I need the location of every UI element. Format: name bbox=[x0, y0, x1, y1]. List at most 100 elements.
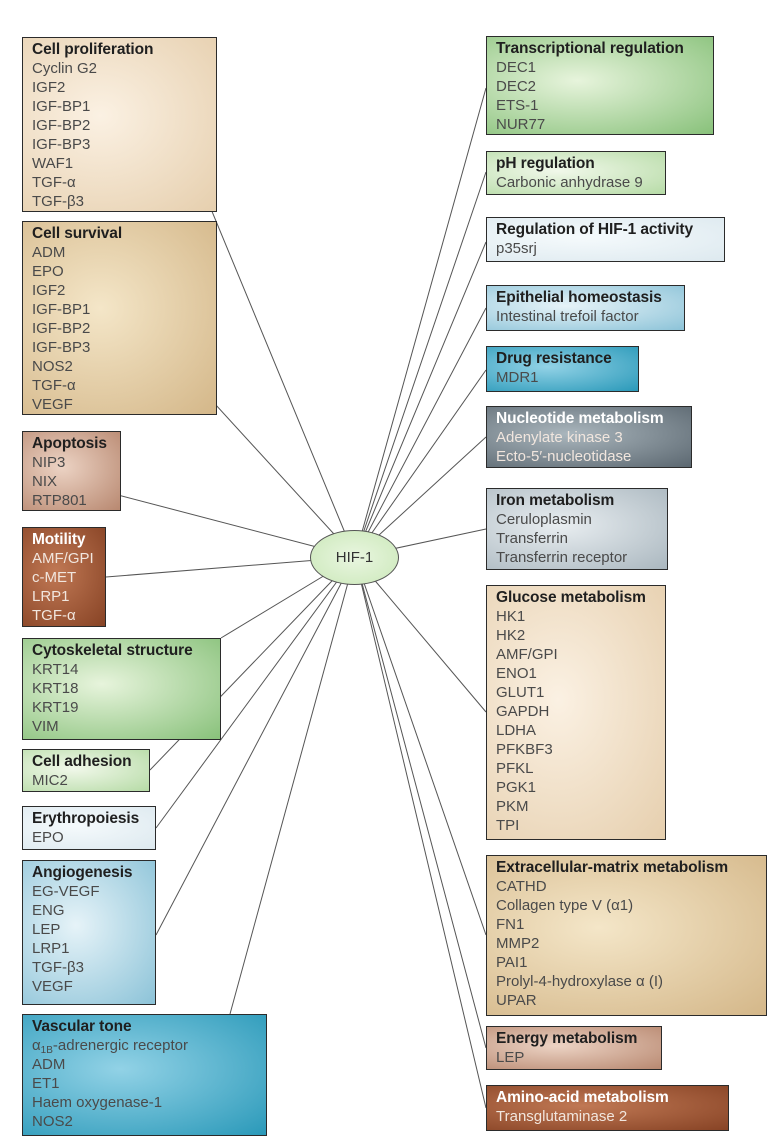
group-title: Nucleotide metabolism bbox=[496, 410, 664, 427]
group-item: TGF-α bbox=[32, 377, 76, 394]
hif1-hub: HIF-1 bbox=[310, 530, 399, 585]
group-item: IGF2 bbox=[32, 282, 66, 299]
group-item: EPO bbox=[32, 263, 64, 280]
group-item: NUR77 bbox=[496, 116, 546, 133]
group-title: Energy metabolism bbox=[496, 1030, 638, 1047]
group-item: Ceruloplasmin bbox=[496, 511, 592, 528]
group-item: CATHD bbox=[496, 878, 547, 895]
group-item: Transglutaminase 2 bbox=[496, 1108, 628, 1125]
group-item: Cyclin G2 bbox=[32, 60, 98, 77]
group-item: MIC2 bbox=[32, 772, 68, 789]
group-title: Transcriptional regulation bbox=[496, 40, 684, 57]
connector-transcriptional-regulation bbox=[354, 87, 487, 558]
group-item: VIM bbox=[32, 718, 59, 735]
group-item: Adenylate kinase 3 bbox=[496, 429, 623, 446]
group-item: Intestinal trefoil factor bbox=[496, 308, 639, 325]
group-item: ADM bbox=[32, 1056, 66, 1073]
connector-erythropoiesis bbox=[155, 556, 356, 829]
group-item: AMF/GPI bbox=[32, 550, 94, 567]
group-item: LRP1 bbox=[32, 588, 70, 605]
group-item: GAPDH bbox=[496, 703, 550, 720]
group-item: ENO1 bbox=[496, 665, 537, 682]
group-title: Drug resistance bbox=[496, 350, 612, 367]
group-item: KRT14 bbox=[32, 661, 79, 678]
group-item: LEP bbox=[32, 921, 61, 938]
group-item: MDR1 bbox=[496, 369, 539, 386]
group-item: Haem oxygenase-1 bbox=[32, 1094, 163, 1111]
group-item: LDHA bbox=[496, 722, 537, 739]
group-title: Cell survival bbox=[32, 225, 123, 242]
group-item: Prolyl-4-hydroxylase α (I) bbox=[496, 973, 664, 990]
group-item: Collagen type V (α1) bbox=[496, 897, 634, 914]
group-item: VEGF bbox=[32, 978, 73, 995]
group-item: IGF-BP1 bbox=[32, 301, 91, 318]
group-item: RTP801 bbox=[32, 492, 87, 509]
connector-regulation-of-hif-1-activity bbox=[354, 241, 487, 558]
group-item: NIX bbox=[32, 473, 58, 490]
group-title: Extracellular-matrix metabolism bbox=[496, 859, 729, 876]
group-item: α1B-adrenergic receptor bbox=[32, 1037, 188, 1056]
group-item: PAI1 bbox=[496, 954, 528, 971]
group-item: HK2 bbox=[496, 627, 526, 644]
group-item: IGF2 bbox=[32, 79, 66, 96]
group-item: Ecto-5′-nucleotidase bbox=[496, 448, 632, 465]
group-item: IGF-BP3 bbox=[32, 136, 91, 153]
group-item: p35srj bbox=[496, 240, 537, 257]
group-item: TGF-β3 bbox=[32, 193, 84, 210]
group-title: Angiogenesis bbox=[32, 864, 133, 881]
group-title: Vascular tone bbox=[32, 1018, 132, 1035]
group-title: Epithelial homeostasis bbox=[496, 289, 662, 306]
group-title: pH regulation bbox=[496, 155, 595, 172]
group-item: TGF-β3 bbox=[32, 959, 84, 976]
group-item: TGF-α bbox=[32, 174, 76, 191]
group-item: IGF-BP3 bbox=[32, 339, 91, 356]
connector-glucose-metabolism bbox=[354, 556, 487, 713]
group-item: WAF1 bbox=[32, 155, 74, 172]
group-title: Regulation of HIF-1 activity bbox=[496, 221, 693, 238]
group-item: KRT18 bbox=[32, 680, 79, 697]
group-item: NOS2 bbox=[32, 1113, 73, 1130]
group-item: DEC1 bbox=[496, 59, 537, 76]
hub-label: HIF-1 bbox=[335, 549, 374, 566]
group-item: AMF/GPI bbox=[496, 646, 558, 663]
group-item: PKM bbox=[496, 798, 529, 815]
group-item: IGF-BP2 bbox=[32, 320, 91, 337]
group-item: TGF-α bbox=[32, 607, 76, 624]
group-item: PFKBF3 bbox=[496, 741, 553, 758]
group-item: GLUT1 bbox=[496, 684, 545, 701]
connector-amino-acid-metabolism bbox=[354, 556, 487, 1109]
group-item: IGF-BP1 bbox=[32, 98, 91, 115]
connector-energy-metabolism bbox=[354, 556, 487, 1049]
connector-drug-resistance bbox=[354, 369, 487, 558]
group-item: Transferrin bbox=[496, 530, 568, 547]
group-title: Cytoskeletal structure bbox=[32, 642, 193, 659]
group-item: ETS-1 bbox=[496, 97, 539, 114]
connector-angiogenesis bbox=[155, 556, 356, 936]
group-item: NIP3 bbox=[32, 454, 66, 471]
group-item: Transferrin receptor bbox=[496, 549, 628, 566]
group-item: PFKL bbox=[496, 760, 534, 777]
group-item: TPI bbox=[496, 817, 520, 834]
connector-ph-regulation bbox=[354, 171, 487, 558]
group-item: NOS2 bbox=[32, 358, 73, 375]
group-item: VEGF bbox=[32, 396, 73, 413]
group-title: Motility bbox=[32, 531, 86, 548]
group-item: KRT19 bbox=[32, 699, 79, 716]
group-title: Cell adhesion bbox=[32, 753, 132, 770]
